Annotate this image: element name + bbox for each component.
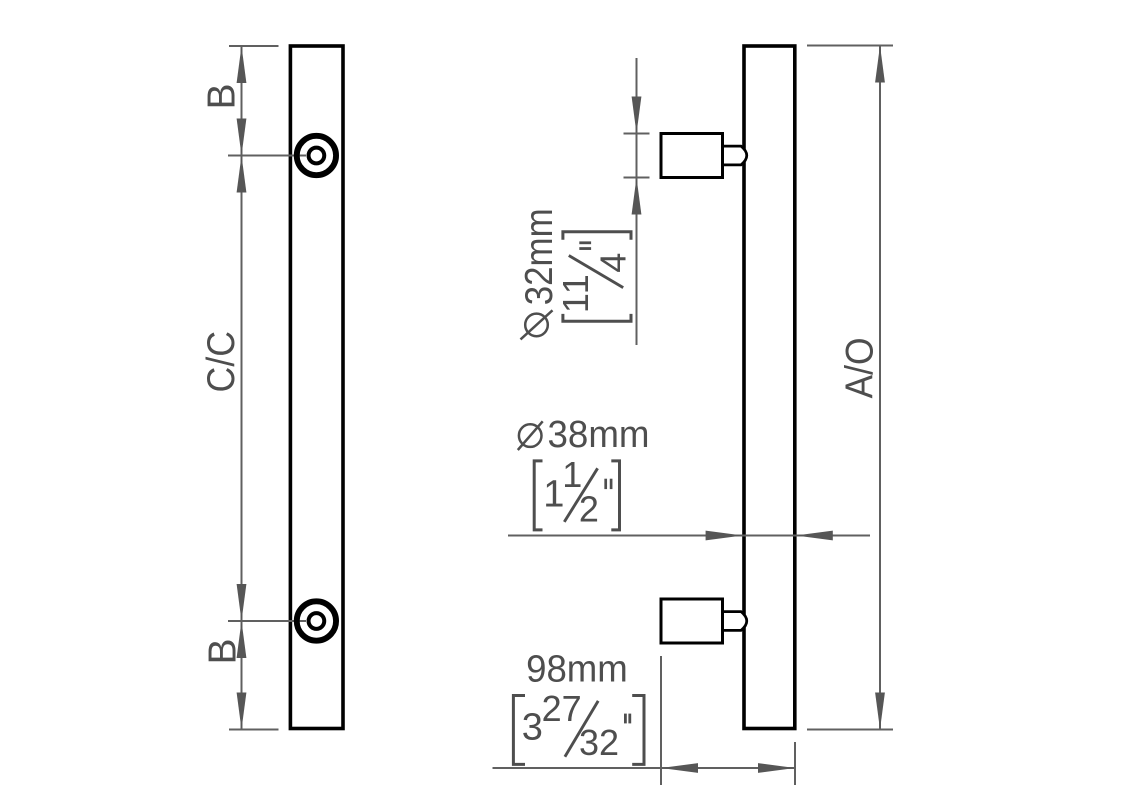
svg-text:32: 32	[579, 722, 619, 763]
svg-text:27: 27	[542, 688, 582, 729]
svg-text:2: 2	[579, 489, 599, 530]
svg-text:B: B	[201, 638, 244, 664]
svg-text:1: 1	[555, 293, 596, 313]
svg-text:38mm: 38mm	[548, 414, 650, 456]
svg-text:4: 4	[592, 253, 633, 273]
svg-text:3: 3	[522, 707, 543, 749]
svg-text:A/O: A/O	[839, 338, 882, 399]
svg-text:C/C: C/C	[200, 331, 243, 393]
svg-text:1: 1	[562, 454, 582, 495]
svg-text:32mm: 32mm	[518, 208, 561, 305]
svg-text:B: B	[200, 83, 243, 109]
svg-text:1: 1	[555, 274, 596, 294]
svg-text:1: 1	[543, 474, 564, 516]
svg-text:98mm: 98mm	[526, 649, 628, 691]
